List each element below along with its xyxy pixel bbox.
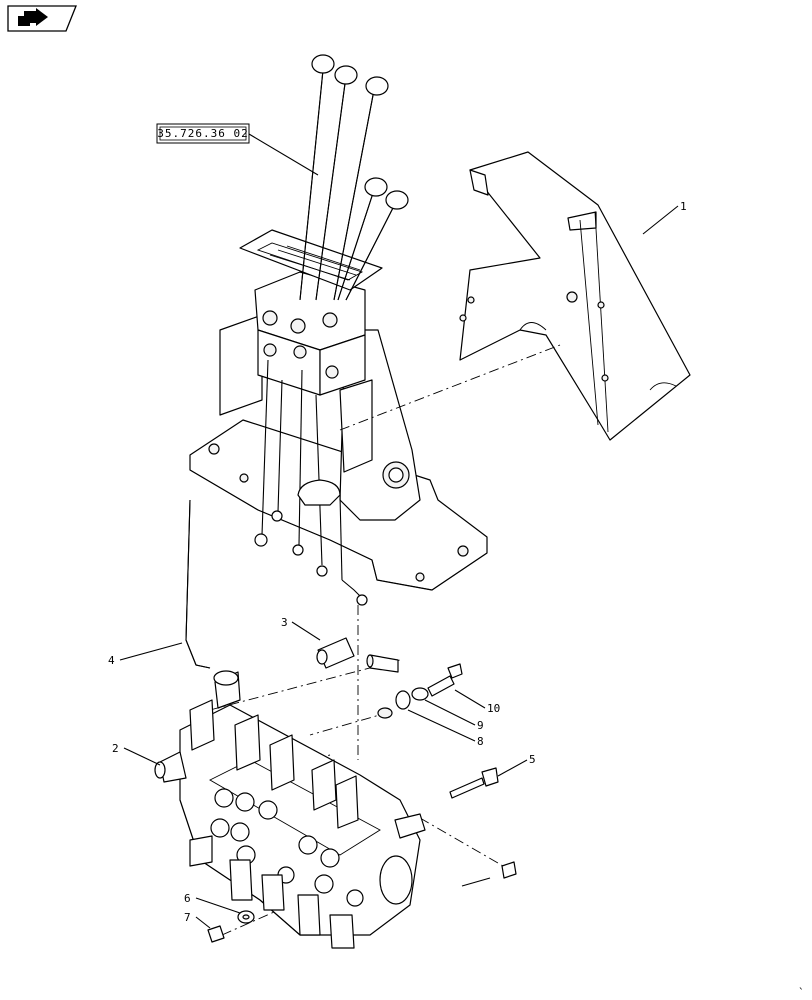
leader-1 (642, 205, 679, 235)
callout-10: 10 (487, 702, 500, 715)
base-plate (189, 419, 488, 591)
svg-text:`: ` (798, 986, 805, 999)
callout-5: 5 (529, 753, 536, 766)
switch (316, 637, 399, 673)
callout-2: 2 (112, 742, 119, 755)
reference-code-box[interactable]: 35.726.36 02 (156, 123, 250, 144)
control-lever-assembly (189, 54, 488, 606)
leader-7 (195, 916, 211, 929)
leader-8 (407, 709, 476, 742)
callout-4: 4 (108, 654, 115, 667)
callout-3: 3 (281, 616, 288, 629)
left-bracket (219, 314, 263, 416)
end-nut (501, 861, 517, 879)
lever-knob-3 (365, 76, 389, 96)
callout-9: 9 (477, 719, 484, 732)
lever-knob-5 (385, 190, 409, 210)
linkage-rods (254, 359, 368, 606)
control-cover (459, 151, 691, 441)
callout-6: 6 (184, 892, 191, 905)
fastener-set (377, 663, 463, 719)
back-arrow-icon (18, 8, 48, 26)
lever-knob-4 (364, 177, 388, 197)
lever-knob-2 (334, 65, 358, 85)
callout-1: 1 (680, 200, 687, 213)
leader-4 (119, 642, 183, 661)
lever-knob-1 (311, 54, 335, 74)
reference-code-text: 35.726.36 02 (157, 127, 248, 140)
leader-10 (454, 689, 486, 709)
leader-6 (195, 897, 241, 914)
callout-7: 7 (184, 911, 191, 924)
leader-5 (497, 759, 528, 777)
tie-bolt (449, 767, 499, 799)
reference-leader-line (248, 133, 319, 176)
nav-back-button[interactable] (7, 5, 77, 32)
leader-3 (291, 621, 321, 641)
control-valve (154, 670, 426, 949)
hose (185, 499, 211, 669)
nut (207, 925, 225, 943)
callout-8: 8 (477, 735, 484, 748)
leader-9 (424, 699, 476, 726)
leader-2 (123, 747, 161, 766)
